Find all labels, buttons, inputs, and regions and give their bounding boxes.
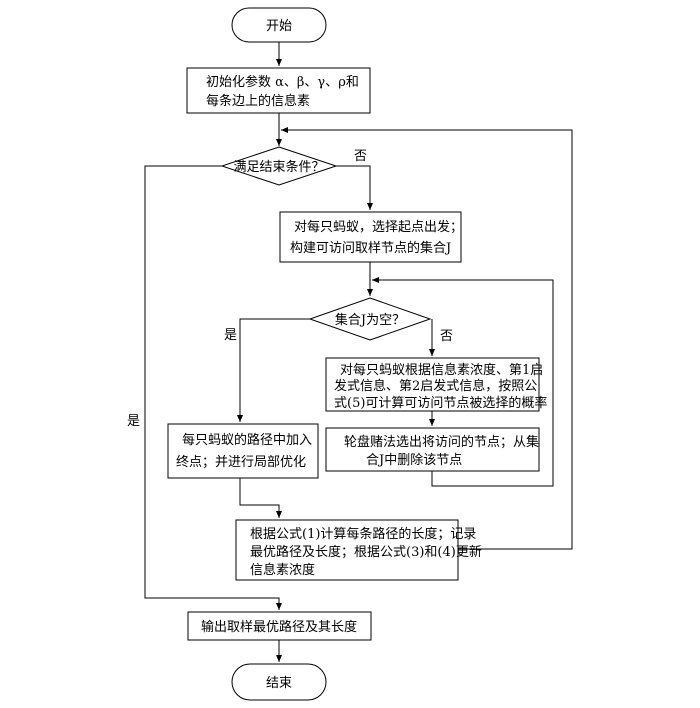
init-line-2: 每条边上的信息素: [206, 93, 310, 109]
update-box: 根据公式(1)计算每条路径的长度；记录 最优路径及长度；根据公式(3)和(4)更…: [235, 519, 482, 581]
label-yes-end-condition: 是: [127, 414, 140, 429]
per-ant-start-box: 对每只蚂蚁，选择起点出发； 构建可访问取样节点的集合J: [279, 211, 463, 263]
add-end-line-1: 每只蚂蚁的路径中加入: [182, 432, 312, 448]
output-text: 输出取样最优路径及其长度: [201, 619, 357, 635]
start-terminal: 开始: [231, 7, 327, 43]
end-text: 结束: [266, 676, 292, 691]
start-text: 开始: [266, 19, 292, 34]
update-line-1: 根据公式(1)计算每条路径的长度；记录: [250, 526, 476, 542]
label-yes-set-empty: 是: [224, 328, 237, 343]
set-empty-text: 集合J为空？: [335, 312, 405, 328]
set-empty-decision: 集合J为空？: [308, 297, 432, 341]
label-no-end-condition: 否: [354, 149, 367, 164]
per-ant-start-line-2: 构建可访问取样节点的集合J: [290, 240, 451, 256]
probability-box: 对每只蚂蚁根据信息素浓度、第1启 发式信息、第2启发式信息，按照公 式(5)可计…: [325, 357, 547, 412]
roulette-line-2: 合J中删除该节点: [366, 453, 462, 468]
add-end-box: 每只蚂蚁的路径中加入 终点；并进行局部优化: [167, 423, 319, 479]
probability-line-1: 对每只蚂蚁根据信息素浓度、第1启: [340, 362, 543, 378]
end-condition-decision: 满足结束条件？: [220, 146, 338, 186]
init-line-1: 初始化参数 α、β、γ、ρ和: [206, 74, 359, 90]
end-terminal: 结束: [231, 663, 327, 701]
roulette-box: 轮盘赌法选出将访问的节点；从集 合J中删除该节点: [325, 427, 540, 472]
roulette-line-1: 轮盘赌法选出将访问的节点；从集: [344, 434, 539, 450]
end-condition-text: 满足结束条件？: [233, 159, 324, 175]
output-box: 输出取样最优路径及其长度: [187, 611, 372, 641]
probability-line-2: 发式信息、第2启发式信息，按照公: [334, 378, 537, 394]
label-no-set-empty: 否: [440, 329, 453, 344]
update-line-3: 信息素浓度: [250, 562, 315, 578]
add-end-line-2: 终点；并进行局部优化: [176, 454, 306, 470]
init-box: 初始化参数 α、β、γ、ρ和 每条边上的信息素: [186, 67, 371, 114]
update-line-2: 最优路径及长度；根据公式(3)和(4)更新: [250, 544, 482, 560]
probability-line-3: 式(5)可计算可访问节点被选择的概率: [334, 395, 547, 411]
per-ant-start-line-1: 对每只蚂蚁，选择起点出发；: [294, 219, 463, 235]
